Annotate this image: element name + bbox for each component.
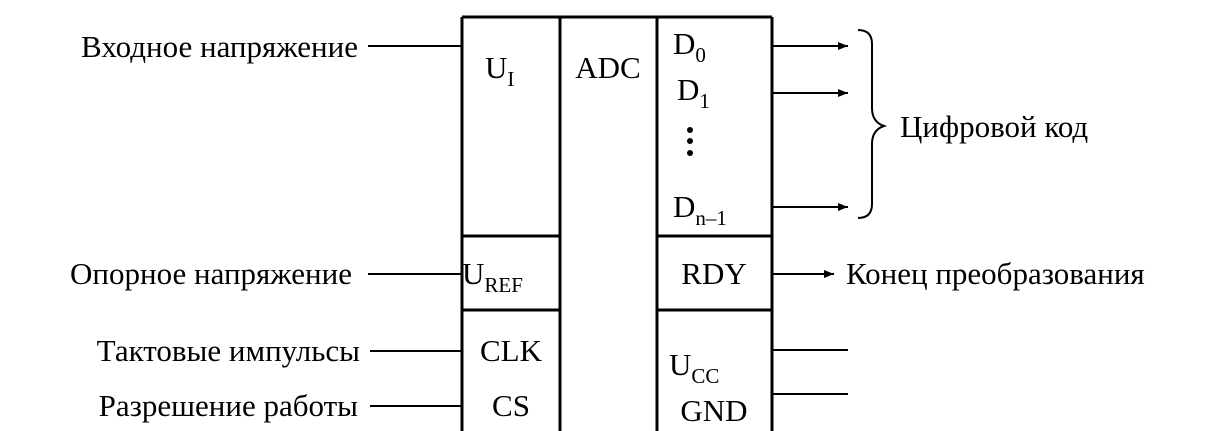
reference-voltage-label: Опорное напряжение xyxy=(70,256,352,291)
clock-signal: Тактовые импульсы CLK xyxy=(97,333,543,368)
ellipsis-dot-3 xyxy=(687,150,693,156)
chip-select-signal: Разрешение работы CS xyxy=(99,388,530,423)
digital-code-label: Цифровой код xyxy=(900,109,1088,144)
ucc-signal: UCC xyxy=(669,347,848,388)
digital-code-brace xyxy=(857,29,888,219)
pin-rdy: RDY xyxy=(681,256,746,291)
pin-cs: CS xyxy=(492,388,530,423)
d0-signal: D0 xyxy=(673,26,848,67)
pin-d0: D0 xyxy=(673,26,706,67)
rdy-signal: RDY Конец преобразования xyxy=(681,256,1144,291)
chip-select-label: Разрешение работы xyxy=(99,388,358,423)
reference-voltage-signal: Опорное напряжение UREF xyxy=(70,256,523,297)
rdy-label: Конец преобразования xyxy=(846,256,1145,291)
pin-d1: D1 xyxy=(677,72,710,113)
clock-label: Тактовые импульсы xyxy=(97,333,360,368)
pin-ui: UI xyxy=(485,50,514,91)
pin-ucc: UCC xyxy=(669,347,719,388)
pin-gnd: GND xyxy=(680,393,747,428)
vertical-ellipsis xyxy=(687,127,693,156)
pin-uref: UREF xyxy=(462,256,523,297)
ellipsis-dot-1 xyxy=(687,127,693,133)
chip-name: ADC xyxy=(575,50,640,85)
pin-dn: Dn–1 xyxy=(673,189,727,230)
adc-chip-body xyxy=(460,15,774,431)
gnd-signal: GND xyxy=(680,393,848,428)
ellipsis-dot-2 xyxy=(687,138,693,144)
input-voltage-label: Входное напряжение xyxy=(81,29,358,64)
dn-signal: Dn–1 xyxy=(673,189,848,230)
d1-signal: D1 xyxy=(677,72,848,113)
pin-clk: CLK xyxy=(480,333,543,368)
input-voltage-signal: Входное напряжение UI xyxy=(81,29,514,91)
